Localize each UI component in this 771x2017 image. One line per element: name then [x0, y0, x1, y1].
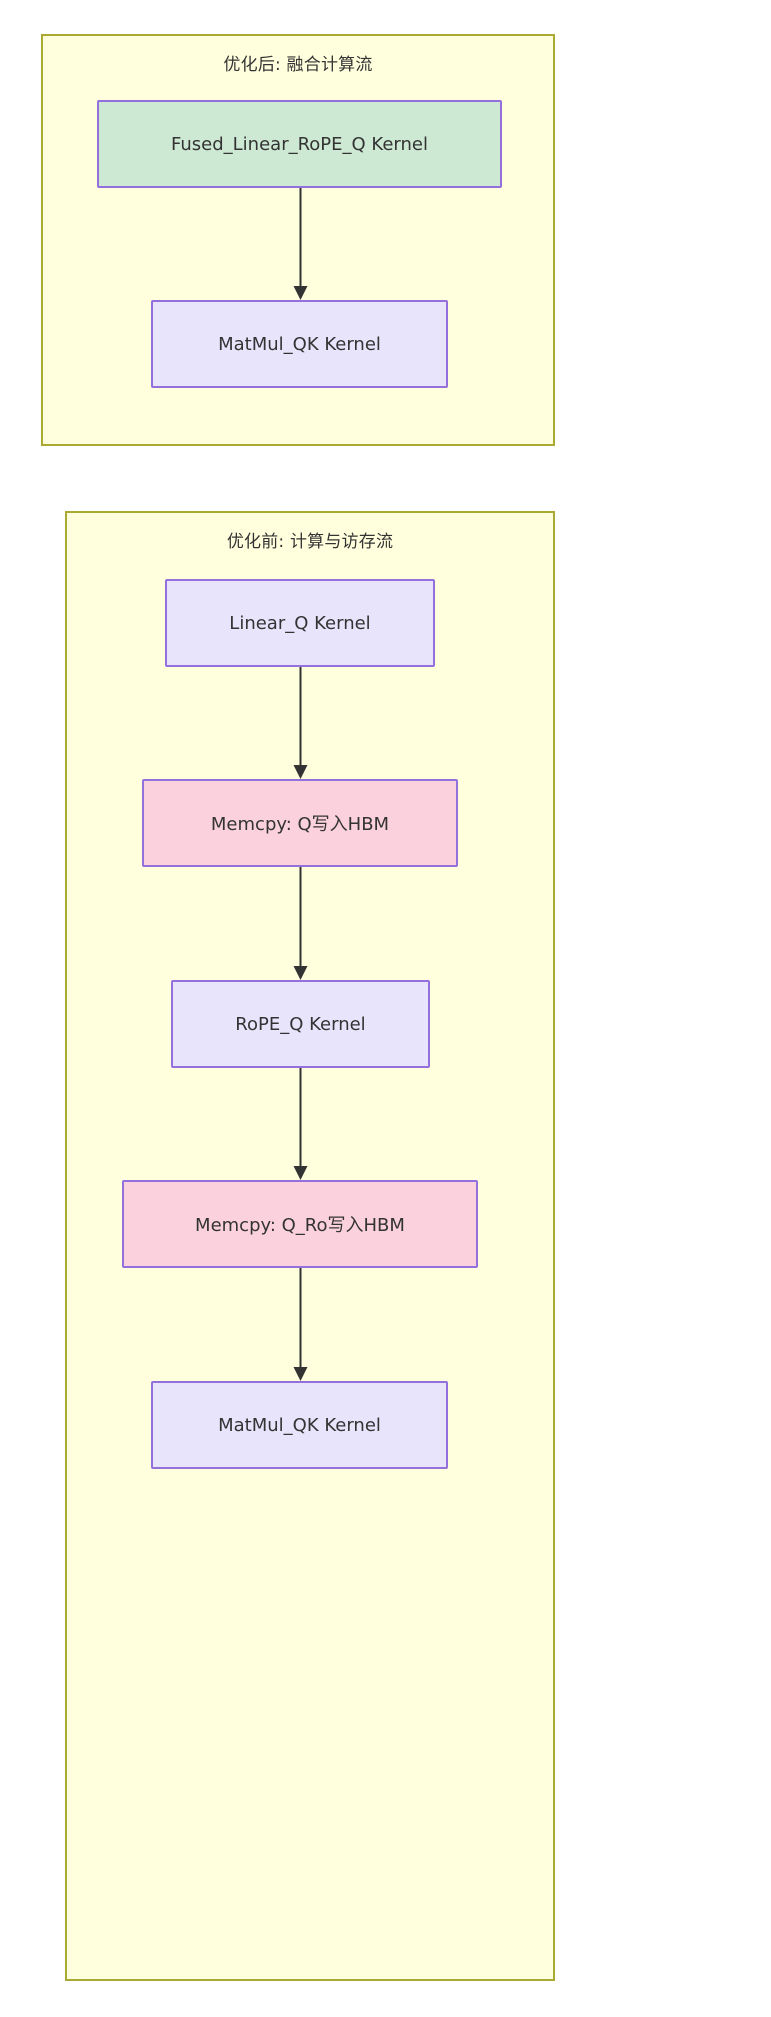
- arrow-down-icon: [293, 1268, 308, 1381]
- node-rope-q-kernel[interactable]: RoPE_Q Kernel: [171, 980, 430, 1068]
- subgraph-title-optimized: 优化后: 融合计算流: [223, 55, 373, 75]
- arrow-down-icon: [293, 188, 308, 300]
- node-linear-q-kernel[interactable]: Linear_Q Kernel: [165, 579, 435, 667]
- node-memcpy-q-ro-write-hbm[interactable]: Memcpy: Q_Ro写入HBM: [122, 1180, 478, 1268]
- arrow-down-icon: [293, 1068, 308, 1180]
- edge-rope-q-to-memcpy-qro: [293, 1068, 308, 1180]
- node-fused-linear-rope-q-kernel[interactable]: Fused_Linear_RoPE_Q Kernel: [97, 100, 502, 188]
- node-label-matmul-qk-kernel-unoptimized: MatMul_QK Kernel: [218, 1414, 381, 1436]
- node-label-linear-q-kernel: Linear_Q Kernel: [229, 612, 371, 634]
- node-label-rope-q-kernel: RoPE_Q Kernel: [235, 1013, 366, 1035]
- node-label-matmul-qk-kernel-optimized: MatMul_QK Kernel: [218, 333, 381, 355]
- edge-fused-to-matmul-qk: [293, 188, 308, 300]
- subgraph-title-unoptimized: 优化前: 计算与访存流: [226, 532, 394, 552]
- node-label-fused-linear-rope-q-kernel: Fused_Linear_RoPE_Q Kernel: [171, 133, 428, 155]
- arrow-down-icon: [293, 667, 308, 779]
- edge-linear-q-to-memcpy-q: [293, 667, 308, 779]
- edge-memcpy-qro-to-matmul-qk: [293, 1268, 308, 1381]
- edge-memcpy-q-to-rope-q: [293, 867, 308, 980]
- arrow-down-icon: [293, 867, 308, 980]
- node-label-memcpy-q-ro-write-hbm: Memcpy: Q_Ro写入HBM: [195, 1215, 405, 1236]
- node-memcpy-q-write-hbm[interactable]: Memcpy: Q写入HBM: [142, 779, 458, 867]
- node-matmul-qk-kernel-optimized[interactable]: MatMul_QK Kernel: [151, 300, 448, 388]
- node-matmul-qk-kernel-unoptimized[interactable]: MatMul_QK Kernel: [151, 1381, 448, 1469]
- node-label-memcpy-q-write-hbm: Memcpy: Q写入HBM: [210, 814, 390, 835]
